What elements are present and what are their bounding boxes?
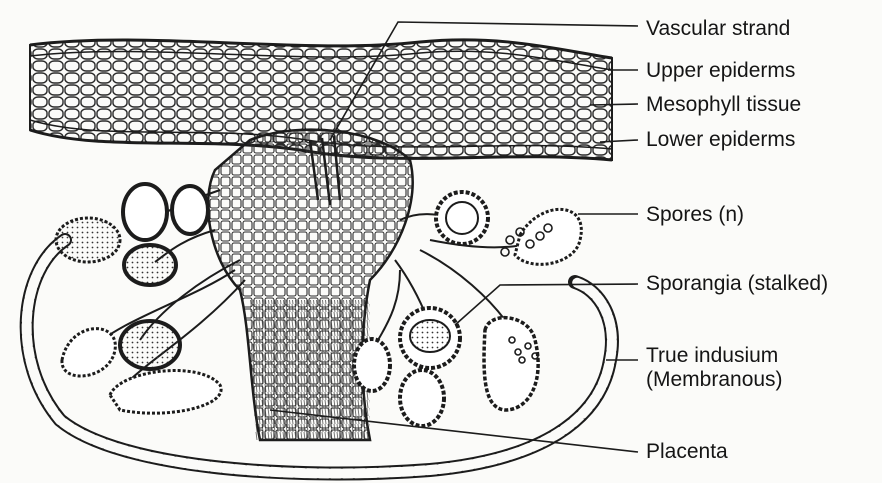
label-placenta: Placenta (646, 440, 728, 464)
label-mesophyll-tissue: Mesophyll tissue (646, 93, 801, 117)
label-membranous: (Membranous) (646, 368, 783, 392)
placenta (208, 130, 412, 440)
label-vascular-strand: Vascular strand (646, 17, 790, 41)
leader-mesophyll-tissue (590, 104, 638, 105)
label-true-indusium: True indusium (646, 344, 778, 368)
label-spores: Spores (n) (646, 203, 744, 227)
label-lower-epiderms: Lower epiderms (646, 128, 795, 152)
label-upper-epiderms: Upper epiderms (646, 59, 795, 83)
label-sporangia: Sporangia (stalked) (646, 272, 828, 296)
